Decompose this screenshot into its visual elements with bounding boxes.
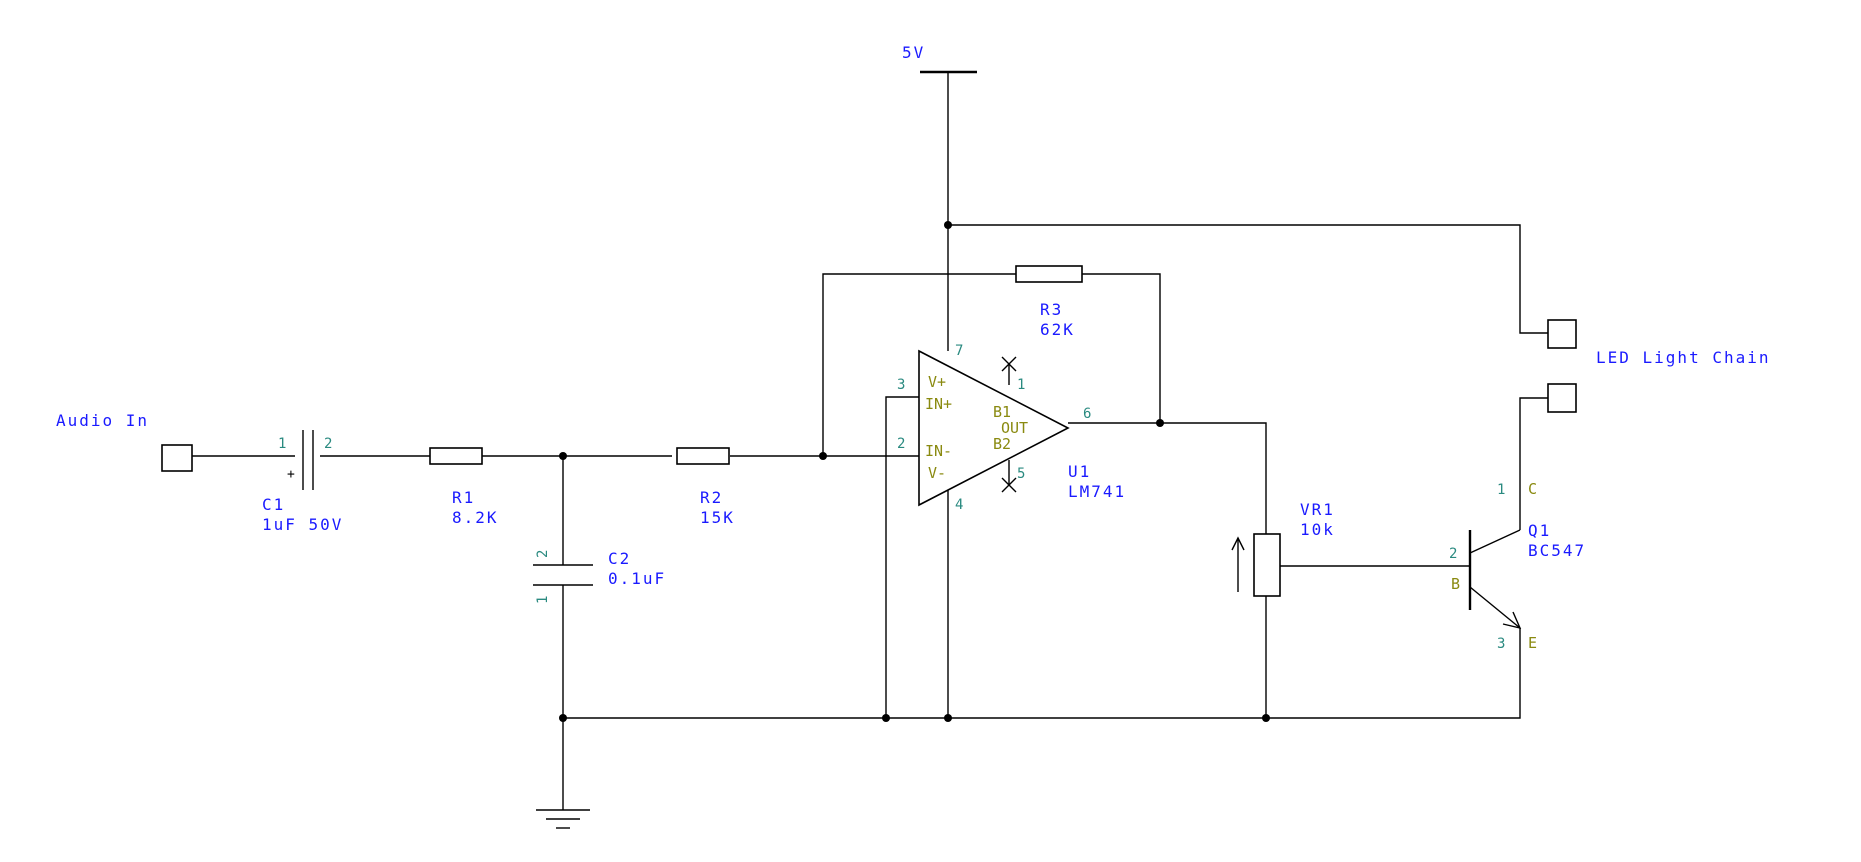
led-chain-label: LED Light Chain [1596,348,1771,367]
u1-pin1-nc [1001,356,1017,372]
led-connector: LED Light Chain [1547,319,1771,413]
u1-name-vplus: V+ [928,373,946,391]
connector-box-top [1547,319,1577,349]
c2-value: 0.1uF [608,569,666,588]
wire-supply-led [948,224,1548,334]
u1-pin4: 4 [955,497,963,513]
resistor-r3: R3 62K [1015,265,1083,339]
u1-name-inminus: IN- [925,442,952,460]
q1-pin2: 2 [1449,546,1457,562]
wire-collector-led [1519,397,1548,530]
connector-box [161,444,193,472]
u1-ref: U1 [1068,462,1091,481]
q1-pin1: 1 [1497,482,1505,498]
opamp-u1: V+ IN+ IN- V- B1 OUT B2 7 3 2 4 1 5 6 U1… [897,343,1126,513]
c1-ref: C1 [262,495,285,514]
vr1-ref: VR1 [1300,500,1335,519]
q1-pin3: 3 [1497,636,1505,652]
q1-name-b: B [1451,575,1460,593]
r3-ref: R3 [1040,300,1063,319]
wires [182,72,1548,810]
r1-value: 8.2K [452,508,499,527]
q1-ref: Q1 [1528,521,1551,540]
junction-dot [819,452,827,460]
u1-pin7: 7 [955,343,963,359]
r2-ref: R2 [700,488,723,507]
c1-polarity: + [287,467,295,482]
c2-pin1: 1 [535,596,551,604]
audio-in-connector: Audio In [56,411,193,472]
vr1-value: 10k [1300,520,1335,539]
wire-ground-bus [563,628,1521,719]
transistor-q1: 1 2 3 C B E Q1 BC547 [1449,480,1586,652]
q1-collector-leg [1469,529,1521,554]
junction-dot [1156,419,1164,427]
ground-symbol [536,809,590,829]
capacitor-c1: 1 2 + C1 1uF 50V [262,430,343,534]
junction-dot [882,714,890,722]
u1-name-out: OUT [1001,419,1028,437]
c2-pin2: 2 [535,550,551,558]
u1-pin6: 6 [1083,406,1091,422]
u1-pin2: 2 [897,436,905,452]
junction-dot [559,714,567,722]
vr1-body [1253,533,1281,597]
r3-body [1015,265,1083,283]
wire-out-vr1 [1068,422,1267,534]
q1-name-e: E [1528,634,1537,652]
q1-name-c: C [1528,480,1537,498]
r2-body [676,447,730,465]
connector-box-bottom [1547,383,1577,413]
u1-pin5-nc [1001,477,1017,493]
c1-value: 1uF 50V [262,515,343,534]
supply-symbol: 5V [902,43,977,74]
junctions [559,221,1270,722]
c1-pin1: 1 [278,436,286,452]
r3-value: 62K [1040,320,1075,339]
u1-name-b2: B2 [993,435,1011,453]
q1-emitter-arrow [1502,611,1522,630]
junction-dot [559,452,567,460]
c1-pin2: 2 [324,436,332,452]
wire-feedback-right [1082,273,1161,423]
u1-name-vminus: V- [928,464,946,482]
wire-feedback-left [822,273,1016,456]
u1-value: LM741 [1068,482,1126,501]
audio-in-label: Audio In [56,411,149,430]
potentiometer-vr1: VR1 10k [1231,500,1335,597]
r1-ref: R1 [452,488,475,507]
capacitor-c2: 2 1 C2 0.1uF [533,549,666,604]
supply-label: 5V [902,43,925,62]
c2-ref: C2 [608,549,631,568]
q1-value: BC547 [1528,541,1586,560]
resistor-r2: R2 15K [676,447,735,527]
u1-name-b1: B1 [993,403,1011,421]
u1-pin5: 5 [1017,466,1025,482]
u1-pin1: 1 [1017,377,1025,393]
resistor-r1: R1 8.2K [429,447,499,527]
r2-value: 15K [700,508,735,527]
junction-dot [944,714,952,722]
vr1-arrow-head [1231,536,1245,551]
opamp-body [918,349,1070,507]
wire-inplus-ground [885,396,919,718]
u1-name-inplus: IN+ [925,395,952,413]
u1-pin3: 3 [897,377,905,393]
junction-dot [944,221,952,229]
q1-emitter-leg [1469,586,1521,629]
r1-body [429,447,483,465]
junction-dot [1262,714,1270,722]
